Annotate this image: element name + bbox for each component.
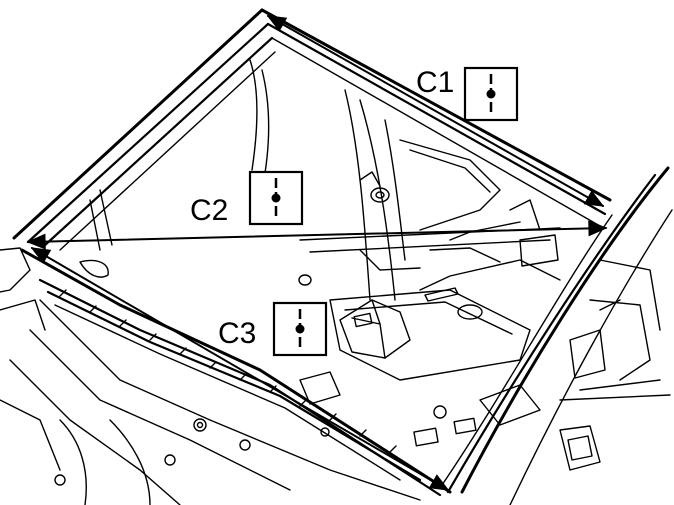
c3-label: C3 — [218, 317, 256, 350]
c1-callout: C1 — [416, 66, 519, 122]
c1-label: C1 — [416, 66, 454, 99]
c1-measure-line — [266, 15, 605, 207]
c3-measure-line — [30, 247, 450, 491]
c2-callout: C2 — [190, 170, 304, 227]
body-structure-lines — [0, 59, 671, 505]
centerline-measure-icon — [248, 170, 304, 226]
c2-label: C2 — [190, 194, 228, 227]
c3-callout: C3 — [218, 301, 328, 357]
c2-measure-line — [26, 220, 608, 250]
centerline-measure-icon — [463, 66, 519, 122]
measurement-lines — [26, 15, 608, 491]
centerline-measure-icon — [272, 301, 328, 357]
windshield-frame — [12, 8, 673, 505]
